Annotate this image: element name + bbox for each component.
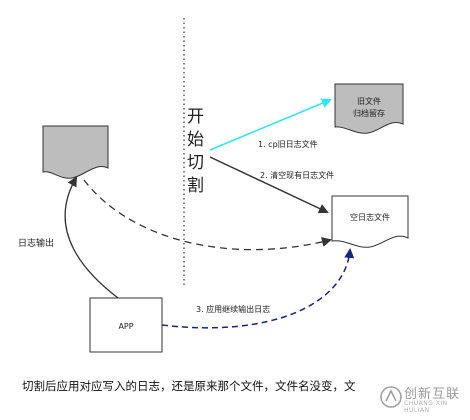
app-label: APP — [118, 322, 133, 331]
divider-char-3: 切 — [187, 153, 204, 173]
step3-label: 3. 应用继续输出日志 — [196, 304, 270, 314]
app-box — [89, 297, 163, 353]
log-output-arrow — [64, 176, 119, 299]
old-file-archive-document — [334, 83, 404, 134]
rename-dashed-arrow — [83, 179, 332, 251]
watermark-title: 创新互联 — [404, 387, 461, 402]
step3-continue-arrow — [161, 248, 355, 329]
divider-char-2: 始 — [187, 130, 204, 150]
caption-text: 切割后应用对应写入的日志，还是原来那个文件，文件名没变，文 — [22, 379, 356, 393]
log-document-original — [42, 125, 109, 179]
log-output-label: 日志输出 — [18, 237, 54, 249]
watermark: 创新互联 CHUANG XIN HULIAN — [376, 383, 470, 414]
watermark-subtitle: CHUANG XIN HULIAN — [404, 400, 448, 414]
step1-label: 1. cp旧日志文件 — [258, 139, 318, 149]
divider-char-1: 开 — [187, 107, 204, 127]
step1-cp-arrow — [209, 98, 332, 151]
step2-label: 2. 清空现有日志文件 — [260, 170, 334, 180]
old-file-label-line1: 旧文件 — [357, 96, 381, 106]
empty-log-label: 空日志文件 — [350, 212, 390, 222]
step2-clear-arrow — [209, 156, 329, 214]
old-file-label-line2: 归档留存 — [353, 108, 385, 118]
divider-char-4: 割 — [187, 176, 204, 196]
watermark-logo-icon — [380, 386, 402, 408]
empty-log-document — [331, 195, 409, 248]
